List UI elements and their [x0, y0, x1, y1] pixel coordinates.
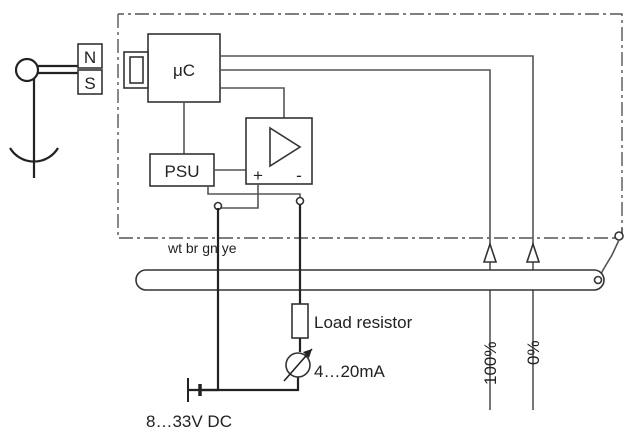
float-pendulum [9, 57, 78, 178]
microcontroller-label: μC [173, 61, 195, 80]
cable-end-junction [593, 275, 603, 285]
magnet-north-box [77, 43, 103, 69]
load-resistor-label: Load resistor [314, 313, 413, 332]
housing-junction [614, 231, 624, 241]
psu-return-wire [207, 186, 301, 201]
wire-colors-label: wt br gn ye [167, 240, 237, 256]
amplifier-triangle-icon [269, 126, 302, 168]
psu-label: PSU [165, 162, 200, 181]
microcontroller-block [147, 33, 221, 103]
switch-0-label: 0% [524, 340, 543, 365]
load-resistor-icon [291, 303, 309, 339]
uc-output-wire-0 [220, 55, 534, 410]
supply-return-wire [200, 375, 300, 392]
uc-to-amp-wire [220, 87, 285, 118]
current-label: 4…20mA [314, 362, 386, 381]
junction-amp [295, 196, 305, 206]
amp-minus-label: - [296, 166, 302, 185]
switch-100-label: 100% [481, 342, 500, 385]
amp-plus-wire [218, 184, 259, 209]
switch-0-triangle-icon [525, 241, 541, 263]
supply-label: 8…33V DC [146, 412, 232, 431]
supply-wire [188, 208, 220, 392]
hall-sensor-element [129, 56, 144, 84]
cable-sheath [135, 269, 605, 291]
magnet-south-box [77, 69, 103, 95]
magnet: N S [77, 43, 103, 95]
magnet-south-label: S [84, 74, 95, 93]
uc-output-wire-100 [220, 69, 491, 410]
pivot-icon [14, 57, 40, 83]
magnet-north-label: N [84, 48, 96, 67]
switch-100-triangle-icon [482, 241, 498, 263]
amp-plus-label: + [253, 166, 263, 185]
